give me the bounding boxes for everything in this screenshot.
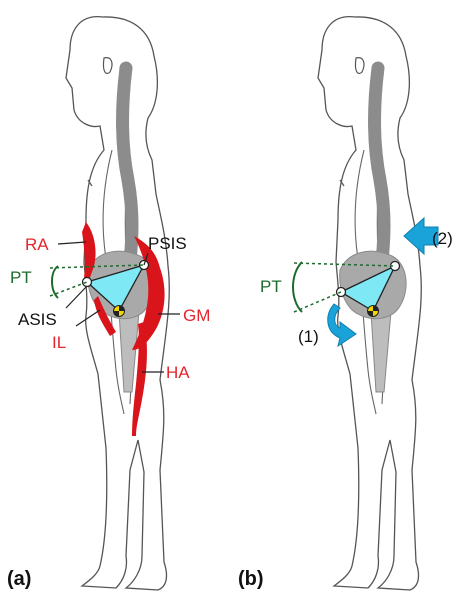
label-il: IL (52, 333, 66, 352)
label-asis: ASIS (18, 310, 57, 329)
label-ha: HA (166, 363, 190, 382)
label-pt-a: PT (10, 268, 32, 287)
label-gm: GM (183, 306, 210, 325)
label-psis: PSIS (148, 234, 187, 253)
label-arrow-2: (2) (432, 229, 453, 248)
hip-center-marker-b (368, 306, 379, 317)
panel-a: RA PSIS PT ASIS IL GM HA (a) (7, 17, 210, 590)
label-pt-b: PT (260, 277, 282, 296)
hip-center-marker (114, 306, 125, 317)
label-ra: RA (25, 235, 49, 254)
label-arrow-1: (1) (298, 327, 319, 346)
caption-b: (b) (238, 568, 264, 590)
ra-leader (58, 242, 86, 244)
panel-b: PT (1) (2) (b) (238, 17, 453, 590)
caption-a: (a) (7, 568, 31, 590)
pt-angle-arc-b (293, 262, 302, 312)
